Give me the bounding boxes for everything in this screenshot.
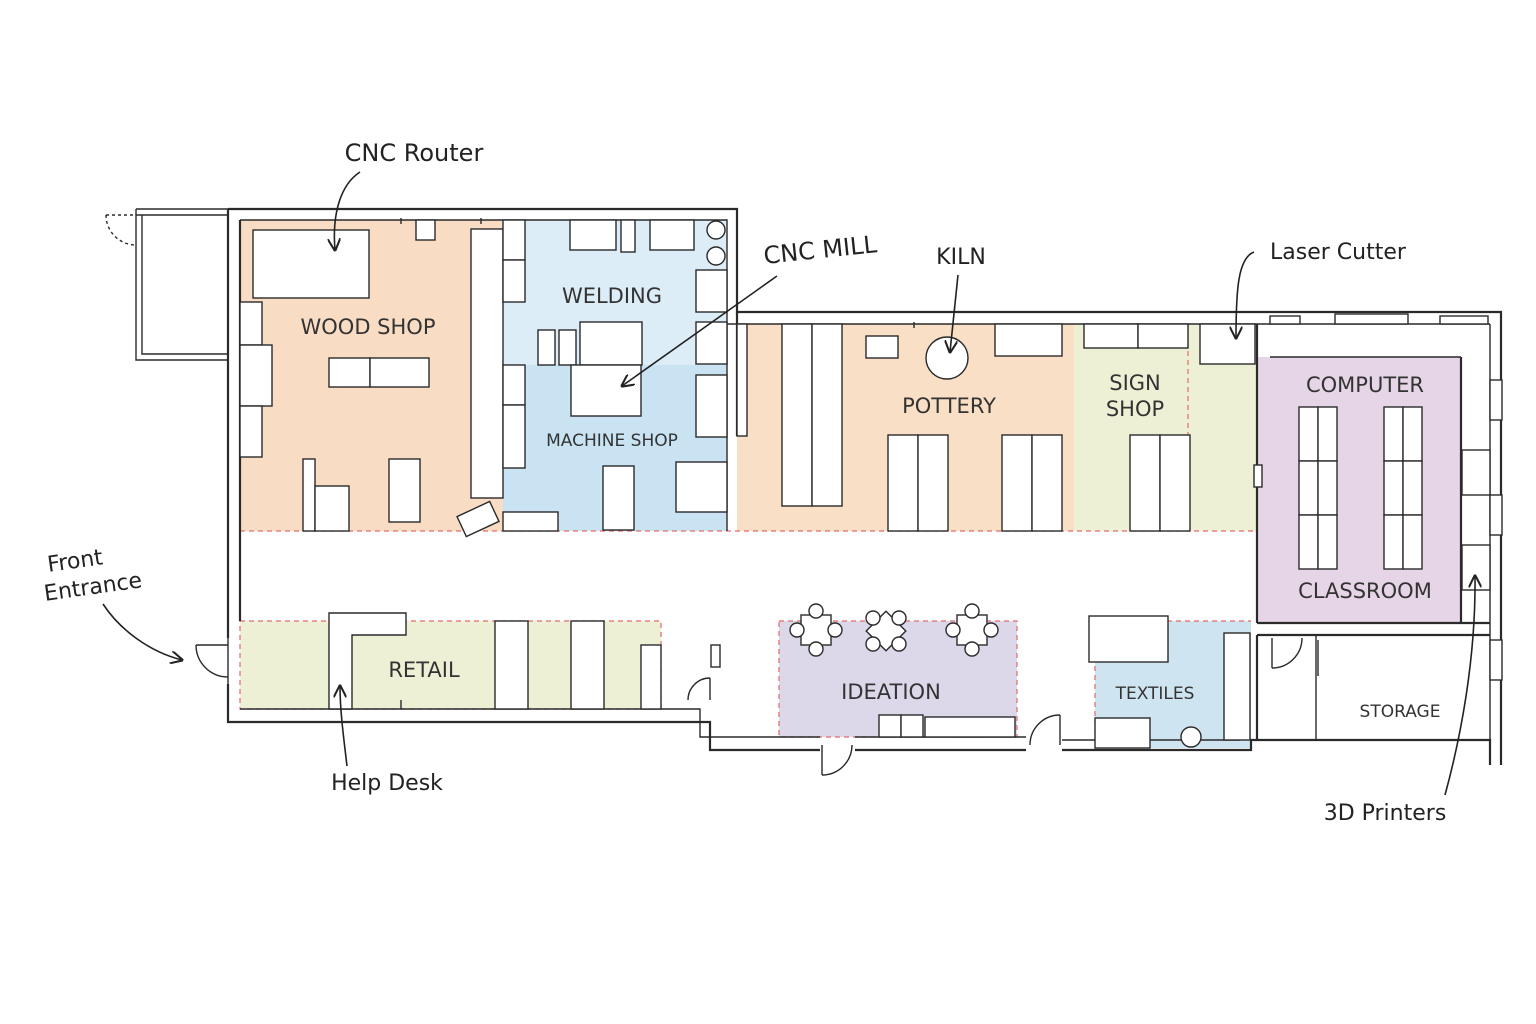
help-desk-arrow — [340, 686, 348, 767]
computer-classroom-zone — [1258, 357, 1461, 623]
cnc-mill-arrow — [622, 275, 778, 386]
3d-printers-arrow — [1444, 576, 1475, 796]
wood-shop-label: WOOD SHOP — [301, 315, 436, 339]
kiln-circle — [925, 336, 969, 380]
cnc-mill-annotation: CNC MILL — [762, 230, 879, 270]
kiln-annotation: KILN — [936, 245, 986, 270]
help-desk-annotation: Help Desk — [331, 771, 443, 796]
welding-label: WELDING — [562, 284, 662, 308]
sign-shop-label-line2: SHOP — [1106, 397, 1164, 421]
sign-shop-label-line1: SIGN — [1109, 371, 1161, 395]
front-entrance-arrow — [102, 603, 182, 660]
cnc-router-table — [252, 229, 370, 299]
laser-cutter-annotation: Laser Cutter — [1270, 240, 1407, 265]
laser-cutter — [1199, 323, 1256, 365]
ideation-tables — [789, 603, 999, 657]
equipment — [239, 218, 1423, 749]
cnc-router-annotation: CNC Router — [345, 139, 484, 167]
computer-classroom-label-line1: COMPUTER — [1306, 373, 1424, 397]
cnc-mill — [570, 364, 642, 417]
front-entrance-annotation-line1: Front — [46, 545, 105, 578]
storage-label: STORAGE — [1360, 702, 1441, 722]
cnc-router-arrow — [334, 171, 361, 250]
3d-printers-annotation: 3D Printers — [1324, 801, 1447, 826]
computer-classroom-label-line2: CLASSROOM — [1298, 579, 1432, 603]
pottery-label: POTTERY — [902, 394, 996, 418]
room-labels: WOOD SHOP WELDING MACHINE SHOP POTTERY S… — [301, 284, 1441, 722]
laser-cutter-arrow — [1236, 251, 1255, 338]
textiles-label: TEXTILES — [1115, 684, 1195, 704]
kiln-arrow — [950, 274, 959, 352]
computer-desks — [1298, 406, 1423, 570]
retail-label: RETAIL — [388, 658, 460, 682]
ideation-label: IDEATION — [841, 680, 941, 704]
help-desk-counter — [328, 612, 407, 710]
machine-shop-label: MACHINE SHOP — [546, 431, 678, 451]
